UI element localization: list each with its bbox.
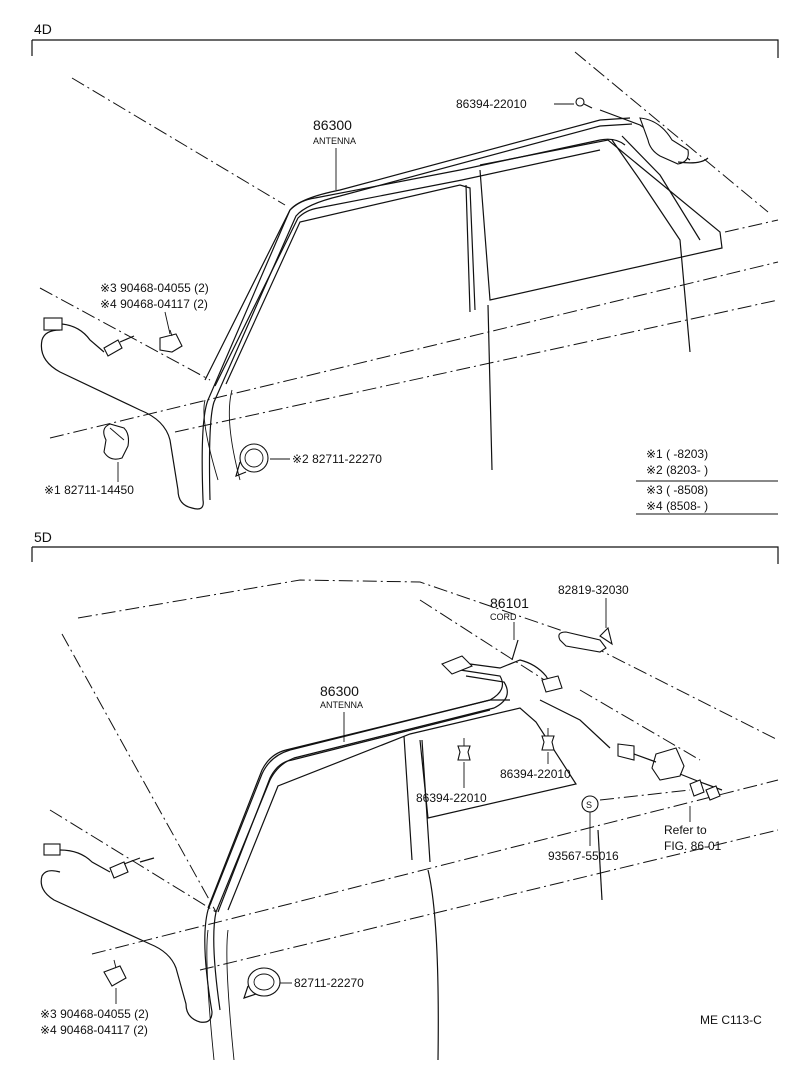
- label-clamp-5d: 82711-22270: [294, 976, 364, 990]
- label-refer-2: FIG. 86-01: [664, 839, 722, 853]
- clip-icon: [575, 97, 593, 109]
- section-4d-frame: [32, 39, 779, 58]
- note-2: ※2 (8203- ): [646, 463, 708, 477]
- clamp-5d-icon: [243, 967, 281, 999]
- section-4d-title: 4D: [34, 21, 52, 37]
- label-clamp-2: ※2 82711-22270: [292, 452, 382, 466]
- connector-plug-icon: [43, 317, 135, 357]
- svg-text:S: S: [586, 800, 592, 810]
- section-5d-frame: [32, 546, 779, 564]
- label-clip-top: 86394-22010: [456, 97, 527, 111]
- clamp-2-icon: [235, 443, 269, 478]
- connector-plug-5d-icon: [43, 843, 155, 879]
- cord-connector-icon: [441, 639, 563, 693]
- label-cord-name: CORD: [490, 612, 517, 622]
- label-clip-a: 86394-22010: [416, 791, 487, 805]
- figure-code: ME C113-C: [700, 1013, 762, 1027]
- bracket-icon: [159, 329, 183, 353]
- section-4d: 4D: [31, 21, 779, 515]
- label-86300-number: 86300: [313, 117, 352, 133]
- bracket-5d-icon: [103, 959, 127, 987]
- screw-s-icon: S: [581, 795, 599, 813]
- note-1: ※1 ( -8203): [646, 447, 708, 461]
- cord-clamp-icon: [558, 626, 613, 653]
- label-screw-3-5d: ※3 90468-04055 (2): [40, 1007, 149, 1021]
- label-cord-clamp: 82819-32030: [558, 583, 629, 597]
- section-5d: 5D: [31, 529, 779, 1061]
- label-antenna-name: ANTENNA: [313, 136, 356, 146]
- clip-a-icon: [457, 738, 471, 761]
- car-body-5d: [49, 579, 779, 1061]
- section-5d-title: 5D: [34, 529, 52, 545]
- label-clamp-1: ※1 82711-14450: [44, 483, 134, 497]
- label-screw-4-5d: ※4 90468-04117 (2): [40, 1023, 148, 1037]
- antenna-head-4d: [639, 117, 709, 165]
- label-antenna-5d-name: ANTENNA: [320, 700, 363, 710]
- clamp-1-icon: [103, 423, 130, 460]
- amplifier-icon: [617, 743, 723, 801]
- label-screw-4: ※4 90468-04117 (2): [100, 297, 208, 311]
- label-screw-s: 93567-55016: [548, 849, 619, 863]
- antenna-wire-5d: [40, 669, 503, 1023]
- label-antenna-5d-number: 86300: [320, 683, 359, 699]
- antenna-wire-4d: [40, 117, 631, 510]
- note-3: ※3 ( -8508): [646, 483, 708, 497]
- note-4: ※4 (8508- ): [646, 499, 708, 513]
- label-clip-b: 86394-22010: [500, 767, 571, 781]
- label-cord-number: 86101: [490, 595, 529, 611]
- notes-table: ※1 ( -8203) ※2 (8203- ) ※3 ( -8508) ※4 (…: [636, 447, 778, 515]
- label-refer-1: Refer to: [664, 823, 707, 837]
- clip-b-icon: [541, 728, 555, 751]
- label-screw-3: ※3 90468-04055 (2): [100, 281, 209, 295]
